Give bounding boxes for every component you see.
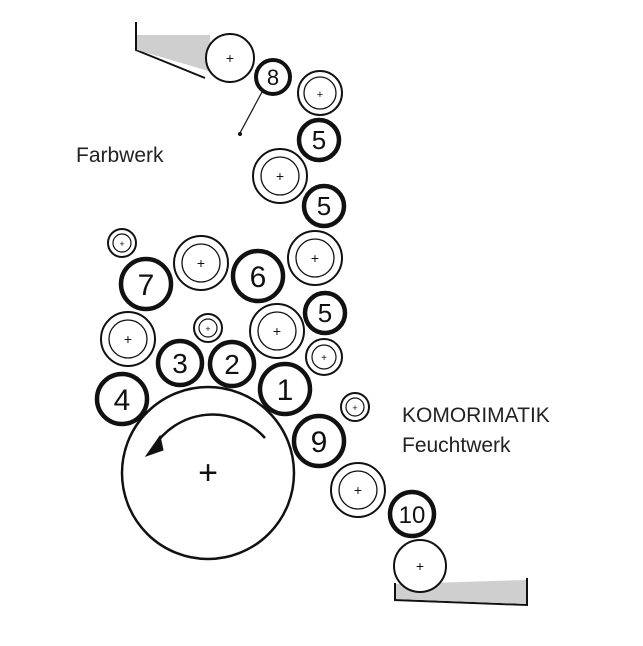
center-mark: + <box>197 255 205 271</box>
center-mark: + <box>354 482 362 498</box>
roller-top-right-small <box>297 70 343 116</box>
roller-2 <box>207 339 257 389</box>
roller-ink-distributor-3 <box>173 235 229 291</box>
roller-5b <box>301 183 347 229</box>
plate-cylinder-center-mark: + <box>198 454 218 492</box>
farbwerk-label: Farbwerk <box>76 144 164 167</box>
farbwerk-leader-line <box>239 91 263 134</box>
leader-dot <box>238 132 242 136</box>
center-mark: + <box>311 250 319 266</box>
komorimatik-label: KOMORIMATIK <box>402 404 550 427</box>
roller-number-8: 8 <box>267 65 279 90</box>
roller-ink-distributor-2 <box>287 230 343 286</box>
roller-number-5: 5 <box>318 298 332 328</box>
center-mark: + <box>276 168 284 184</box>
roller-numbers: 8 5 5 7 6 5 3 2 1 4 9 10 <box>114 65 426 529</box>
roller-9 <box>291 413 347 469</box>
ink-fountain <box>135 22 212 79</box>
roller-number-5: 5 <box>312 125 326 155</box>
roller-3 <box>155 338 205 388</box>
center-mark: + <box>124 331 132 347</box>
roller-5c <box>302 290 348 336</box>
roller-ink-distributor-5 <box>100 311 156 367</box>
roller-number-5: 5 <box>317 191 331 221</box>
roller-number-2: 2 <box>224 349 240 380</box>
roller-ink-distributor-4 <box>249 303 305 359</box>
roller-number-3: 3 <box>172 348 188 379</box>
roller-1 <box>257 361 313 417</box>
roller-8 <box>254 58 292 96</box>
roller-ink-distributor-1 <box>252 148 308 204</box>
roller-rider-small-4 <box>340 392 370 422</box>
roller-rider-small-1 <box>107 228 137 258</box>
center-mark: + <box>273 323 281 339</box>
plate-cylinder <box>120 385 296 561</box>
roller-number-9: 9 <box>311 426 328 459</box>
roller-rider-small-2 <box>193 313 223 343</box>
roller-4 <box>94 371 150 427</box>
center-mark: + <box>352 403 357 413</box>
roller-number-4: 4 <box>114 384 131 417</box>
roller-dampening-transfer <box>330 462 386 518</box>
center-mark: + <box>416 558 424 574</box>
roller-number-6: 6 <box>250 261 267 294</box>
center-mark: + <box>226 50 234 66</box>
dampening-pan-roller <box>393 539 447 593</box>
center-mark: + <box>321 353 327 364</box>
center-mark: + <box>205 324 210 334</box>
rotation-arrow-head <box>144 434 164 457</box>
feuchtwerk-label: Feuchtwerk <box>402 434 511 457</box>
roller-7 <box>118 256 174 312</box>
roller-number-7: 7 <box>138 269 155 302</box>
center-mark: + <box>317 89 323 101</box>
roller-5a <box>296 117 342 163</box>
roller-rider-small-3 <box>305 338 343 376</box>
roller-6 <box>230 248 286 304</box>
center-mark: + <box>119 239 124 249</box>
roller-number-10: 10 <box>399 502 426 529</box>
roller-number-1: 1 <box>277 374 294 407</box>
roller-10 <box>387 489 437 539</box>
center-marks: + + + + + + + + + + + + + + <box>119 50 424 574</box>
ink-fountain-roller <box>205 33 255 83</box>
